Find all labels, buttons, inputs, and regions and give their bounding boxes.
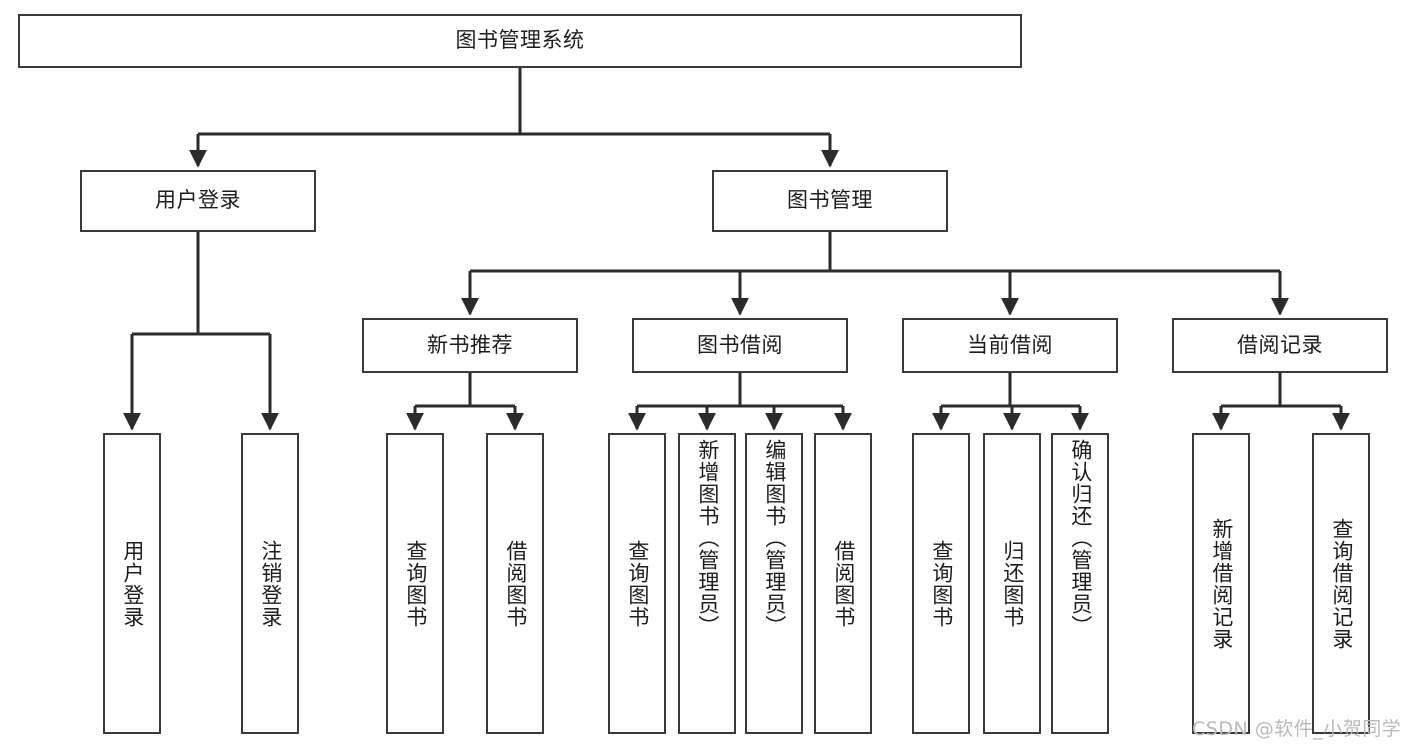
node-leaf-query-borrow-record-label: 查询借阅记录 xyxy=(1329,517,1354,650)
node-borrow-record-label: 借阅记录 xyxy=(1237,332,1323,357)
node-leaf-user-login[interactable]: 用户登录 xyxy=(103,433,161,734)
node-leaf-return-book-label: 归还图书 xyxy=(1000,539,1025,628)
node-leaf-confirm-return-admin-label: 确认归还（管理员） xyxy=(1068,439,1093,637)
node-current-borrow[interactable]: 当前借阅 xyxy=(902,318,1118,373)
node-leaf-borrow-query-book[interactable]: 查询图书 xyxy=(608,433,666,734)
node-root[interactable]: 图书管理系统 xyxy=(18,14,1022,68)
node-leaf-add-book-admin[interactable]: 新增图书（管理员） xyxy=(678,433,736,734)
node-new-book-rec-label: 新书推荐 xyxy=(427,332,513,357)
watermark: CSDN @软件_小贺同学 xyxy=(1192,718,1402,740)
node-borrow-record[interactable]: 借阅记录 xyxy=(1172,318,1388,373)
node-leaf-add-borrow-record-label: 新增借阅记录 xyxy=(1209,517,1234,650)
node-book-borrow-label: 图书借阅 xyxy=(697,332,783,357)
node-leaf-add-borrow-record[interactable]: 新增借阅记录 xyxy=(1192,433,1250,734)
node-leaf-logout[interactable]: 注销登录 xyxy=(241,433,299,734)
node-leaf-borrow-book[interactable]: 借阅图书 xyxy=(814,433,872,734)
node-leaf-rec-query-book-label: 查询图书 xyxy=(403,539,428,628)
node-leaf-edit-book-admin-label: 编辑图书（管理员） xyxy=(762,439,787,637)
node-user-login[interactable]: 用户登录 xyxy=(80,170,316,232)
node-user-login-label: 用户登录 xyxy=(155,188,241,213)
node-book-manage[interactable]: 图书管理 xyxy=(712,170,948,232)
node-book-borrow[interactable]: 图书借阅 xyxy=(632,318,848,373)
node-book-manage-label: 图书管理 xyxy=(787,188,873,213)
node-leaf-rec-query-book[interactable]: 查询图书 xyxy=(386,433,444,734)
node-root-label: 图书管理系统 xyxy=(455,28,585,53)
node-current-borrow-label: 当前借阅 xyxy=(967,332,1053,357)
node-leaf-rec-borrow-book[interactable]: 借阅图书 xyxy=(486,433,544,734)
node-leaf-return-book[interactable]: 归还图书 xyxy=(983,433,1041,734)
node-leaf-borrow-query-book-label: 查询图书 xyxy=(625,539,650,628)
node-leaf-confirm-return-admin[interactable]: 确认归还（管理员） xyxy=(1051,433,1109,734)
node-leaf-edit-book-admin[interactable]: 编辑图书（管理员） xyxy=(745,433,803,734)
node-leaf-rec-borrow-book-label: 借阅图书 xyxy=(503,539,528,628)
node-leaf-logout-label: 注销登录 xyxy=(258,539,283,628)
node-leaf-query-borrow-record[interactable]: 查询借阅记录 xyxy=(1312,433,1370,734)
node-leaf-cur-query-book-label: 查询图书 xyxy=(929,539,954,628)
node-leaf-borrow-book-label: 借阅图书 xyxy=(831,539,856,628)
node-leaf-add-book-admin-label: 新增图书（管理员） xyxy=(695,439,720,637)
node-new-book-rec[interactable]: 新书推荐 xyxy=(362,318,578,373)
node-leaf-cur-query-book[interactable]: 查询图书 xyxy=(912,433,970,734)
node-leaf-user-login-label: 用户登录 xyxy=(120,539,145,628)
